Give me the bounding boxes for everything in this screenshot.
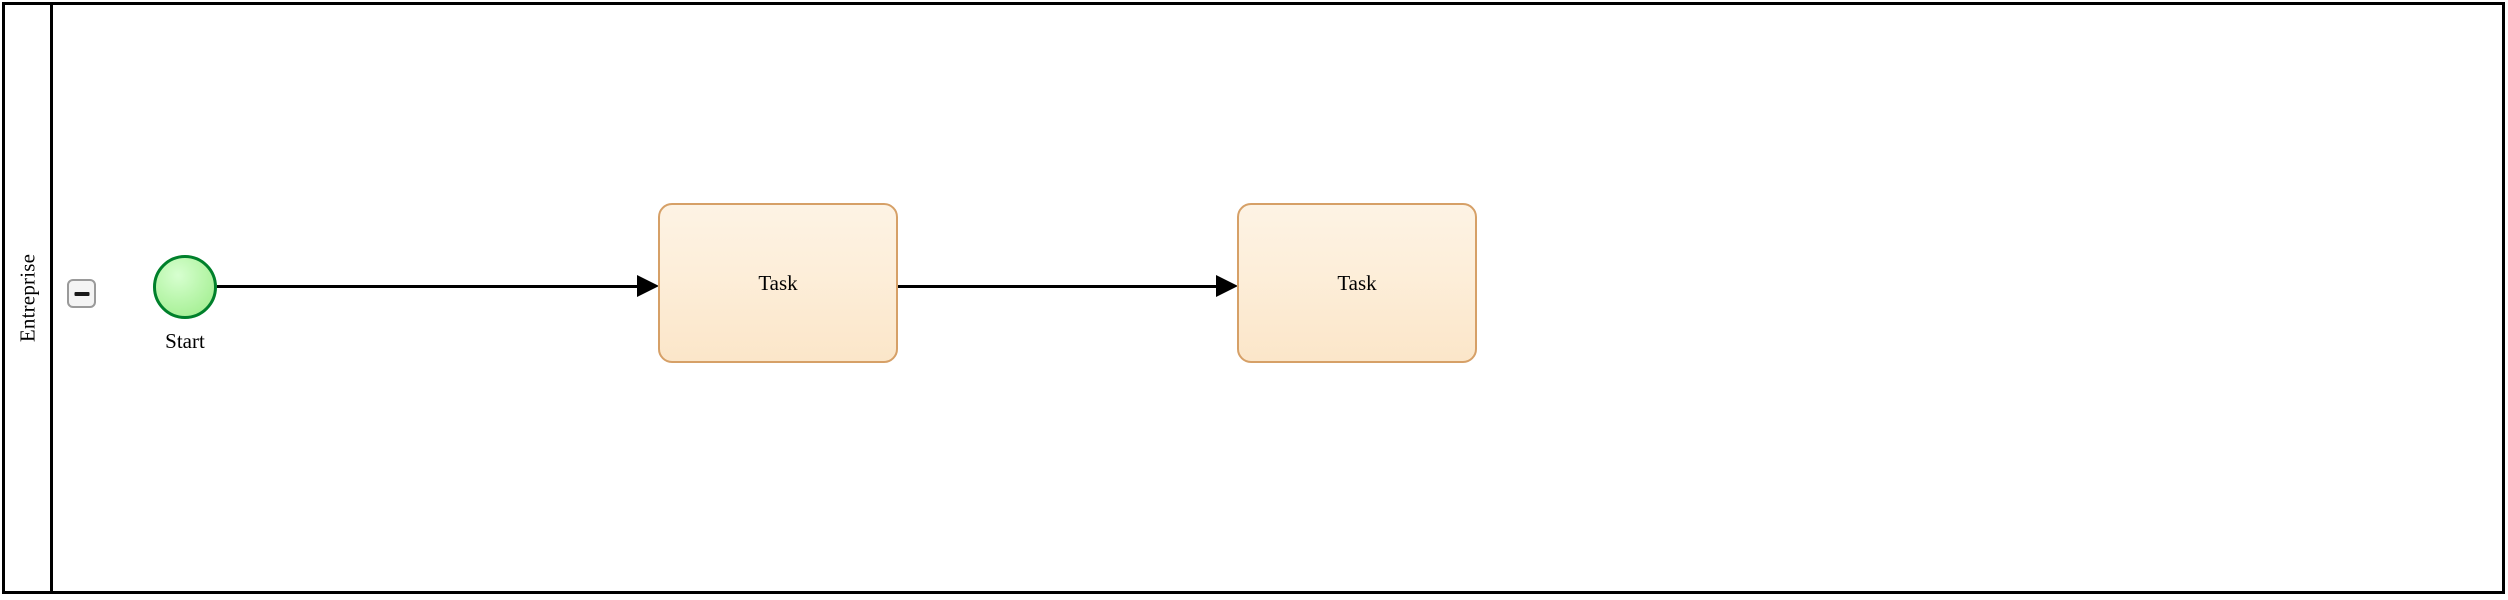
start-event[interactable] — [153, 255, 217, 319]
arrowhead-icon — [637, 275, 659, 297]
lane-header[interactable]: Entreprise — [5, 5, 53, 591]
arrowhead-icon — [1216, 275, 1238, 297]
minus-icon — [74, 291, 89, 296]
start-event-label: Start — [165, 329, 205, 353]
lane-label: Entreprise — [15, 253, 39, 343]
task-node-2[interactable]: Task — [1237, 203, 1477, 363]
task-label: Task — [758, 270, 798, 295]
sequence-flow-2[interactable] — [898, 285, 1218, 288]
task-label: Task — [1337, 270, 1377, 295]
task-node-1[interactable]: Task — [658, 203, 898, 363]
sequence-flow-1[interactable] — [217, 285, 639, 288]
collapse-pool-button[interactable] — [67, 279, 96, 308]
